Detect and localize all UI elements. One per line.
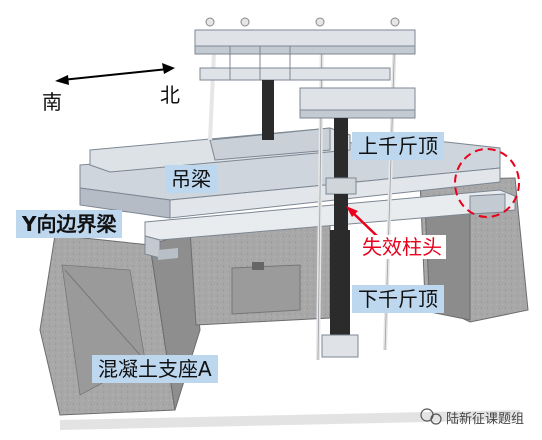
wechat-icon xyxy=(420,408,442,425)
compass-north-label: 北 xyxy=(160,83,180,107)
lower-jack xyxy=(330,230,350,340)
compass-arrow xyxy=(55,63,175,85)
lifting-beam-label: 吊梁 xyxy=(165,165,217,193)
failed-column-head-block xyxy=(325,177,357,195)
upper-jack-left xyxy=(262,80,274,140)
top-loading-frame xyxy=(194,17,416,119)
failed-column-head-label: 失效柱头 xyxy=(358,235,446,259)
concrete-support-label: 混凝土支座A xyxy=(92,355,218,383)
watermark-text: 陆新征课题组 xyxy=(446,412,525,427)
concrete-block-middle xyxy=(189,221,331,326)
concrete-support-left xyxy=(39,231,201,416)
ground-shadow xyxy=(60,410,520,430)
y-edge-beam-label: Y向边界梁 xyxy=(16,210,123,238)
highlight-ellipse xyxy=(454,148,520,218)
lower-jack-label: 下千斤顶 xyxy=(352,285,444,313)
compass-south-label: 南 xyxy=(42,90,62,114)
y-edge-beam xyxy=(144,189,516,260)
lower-jack-base xyxy=(321,334,359,358)
upper-jack-label: 上千斤顶 xyxy=(352,132,444,160)
upper-jack xyxy=(334,118,348,178)
